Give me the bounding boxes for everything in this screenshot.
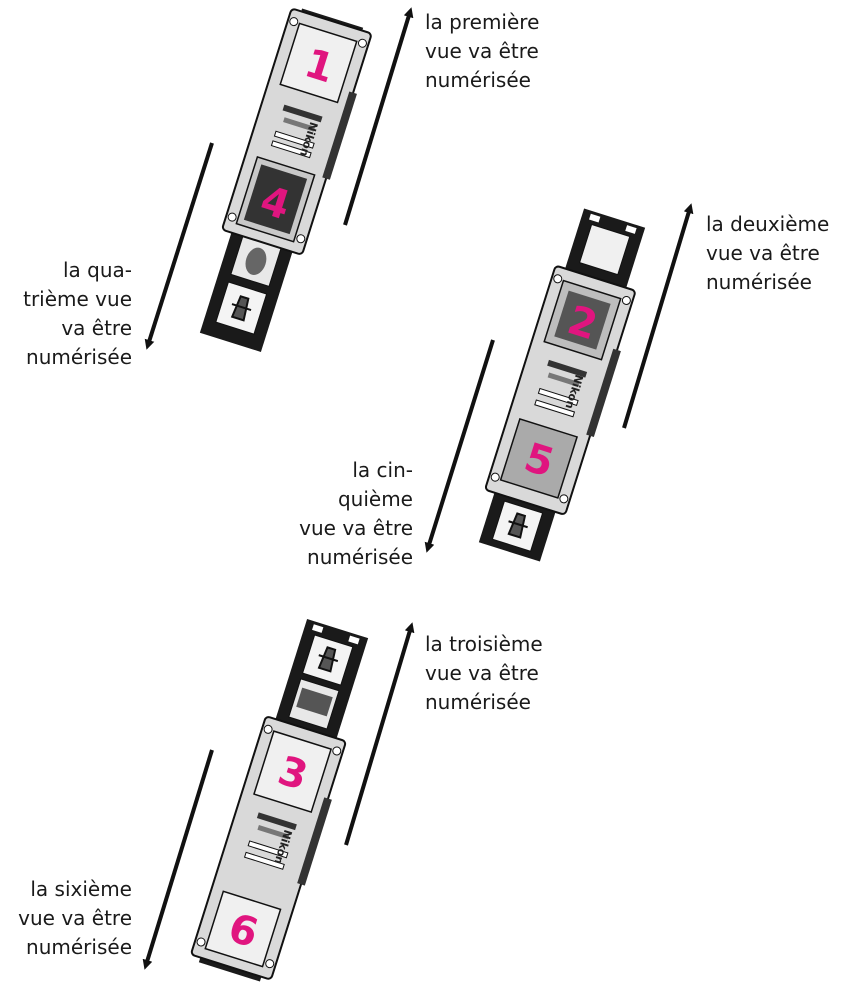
film-strip-holder-icon: Nikon 1 4 — [199, 8, 372, 352]
caption-line: numérisée — [307, 545, 413, 569]
caption-line: la sixième — [30, 877, 132, 901]
caption-line: vue va être — [299, 516, 413, 540]
film-strip-holder-icon: Nikon 2 5 — [478, 208, 646, 562]
down-arrow-icon — [142, 749, 214, 970]
caption-line: trième vue — [23, 287, 132, 311]
up-arrow-icon — [344, 622, 415, 846]
caption-line: numérisée — [425, 68, 531, 92]
caption-line: numérisée — [706, 270, 812, 294]
caption-line: la qua- — [62, 258, 132, 282]
caption-sixth-frame: la sixième vue va être numérisée — [18, 875, 132, 962]
caption-line: la troisième — [425, 632, 543, 656]
caption-first-frame: la première vue va être numérisée — [425, 8, 539, 95]
caption-line: la deuxième — [706, 212, 830, 236]
caption-line: va être — [61, 316, 132, 340]
caption-line: vue va être — [18, 906, 132, 930]
caption-line: numérisée — [425, 690, 531, 714]
caption-line: la première — [425, 10, 540, 34]
caption-line: vue va être — [425, 39, 539, 63]
caption-fourth-frame: la qua- trième vue va être numérisée — [23, 256, 132, 372]
up-arrow-icon — [622, 203, 694, 429]
caption-second-frame: la deuxième vue va être numérisée — [706, 210, 829, 297]
down-arrow-icon — [424, 339, 495, 553]
caption-line: la cin- — [352, 458, 413, 482]
caption-line: numérisée — [26, 935, 132, 959]
arrows — [142, 7, 694, 970]
caption-fifth-frame: la cin- quième vue va être numérisée — [299, 456, 413, 572]
down-arrow-icon — [144, 142, 214, 350]
film-strip-holder-icon: Nikon 3 6 — [190, 618, 369, 982]
up-arrow-icon — [343, 7, 414, 226]
caption-line: numérisée — [26, 345, 132, 369]
caption-line: quième — [337, 487, 413, 511]
caption-third-frame: la troisième vue va être numérisée — [425, 630, 543, 717]
caption-line: vue va être — [425, 661, 539, 685]
caption-line: vue va être — [706, 241, 820, 265]
